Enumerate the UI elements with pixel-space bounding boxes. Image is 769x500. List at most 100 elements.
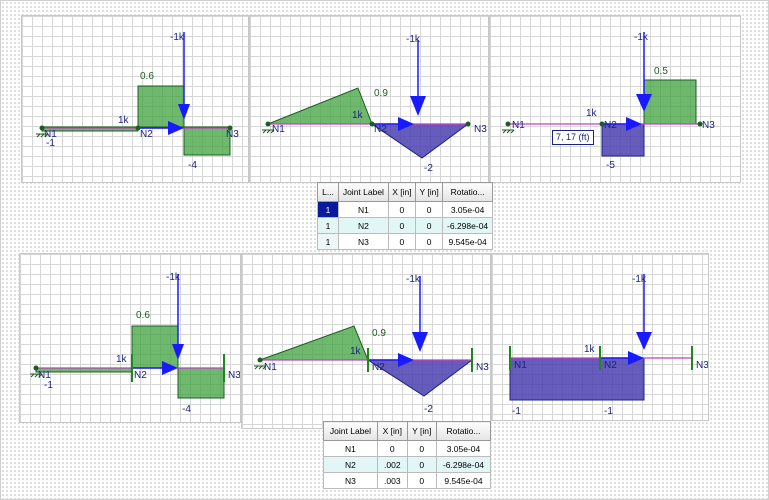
positive-moment-region <box>137 85 185 128</box>
diagram-panel-top-3[interactable]: -1k 1k 0.5 -5 N1 N2 N3 7, 17 (ft) <box>489 15 741 183</box>
table-row[interactable]: N2 .002 0 -6.298e-04 <box>323 456 492 473</box>
applied-load-arrowhead <box>168 121 184 135</box>
negative-moment-region <box>509 357 645 401</box>
table-cell[interactable]: 9.545e-04 <box>442 233 493 250</box>
point-load-arrowhead <box>636 94 652 112</box>
support-hatch <box>254 365 267 370</box>
column-header[interactable]: Joint Label <box>338 182 389 202</box>
table-cell[interactable]: N2 <box>338 217 389 234</box>
applied-load-arrowhead <box>398 117 414 131</box>
node-label-n3: N3 <box>476 362 489 373</box>
diagram-panel-top-2[interactable]: -1k 1k 0.9 -2 N1 N2 N3 <box>249 15 489 183</box>
node-label-n3: N3 <box>702 120 715 131</box>
positive-value-label: 0.6 <box>136 310 150 321</box>
coordinate-tooltip: 7, 17 (ft) <box>552 130 594 145</box>
node-label-n1: N1 <box>38 370 51 381</box>
node-label-n2: N2 <box>134 370 147 381</box>
table-cell[interactable]: 0 <box>387 233 417 250</box>
table-cell[interactable]: 3.05e-04 <box>442 201 493 218</box>
table-cell[interactable]: N2 <box>323 456 378 473</box>
diagram-panel-bottom-1[interactable]: -1k 1k 0.6 -1 -4 N1 N2 N3 <box>19 253 241 423</box>
table-header-row: L... Joint Label X [in] Y [in] Rotatio..… <box>317 182 493 202</box>
table-cell[interactable]: N1 <box>338 201 389 218</box>
table-cell[interactable]: 0 <box>406 440 437 457</box>
applied-load-label: 1k <box>350 346 362 357</box>
column-header[interactable]: Y [in] <box>415 182 444 202</box>
table-cell[interactable]: N1 <box>323 440 378 457</box>
joint-results-table-top[interactable]: L... Joint Label X [in] Y [in] Rotatio..… <box>317 182 493 250</box>
column-header[interactable]: L... <box>317 182 339 202</box>
positive-value-label: 0.9 <box>374 88 388 99</box>
moment-diagram: -1k 1k 0.5 -5 N1 N2 N3 <box>502 32 715 171</box>
node-label-n3: N3 <box>228 370 241 381</box>
point-load-label: -1k <box>634 32 649 43</box>
table-cell[interactable]: 1 <box>317 217 339 234</box>
moment-diagram: -1k 1k -1 -1 N1 N2 N3 <box>509 274 709 417</box>
point-load-arrowhead <box>178 104 190 120</box>
positive-moment-region <box>643 79 697 125</box>
column-header[interactable]: X [in] <box>376 421 408 441</box>
table-cell[interactable]: 0 <box>415 217 444 234</box>
node-label-n2: N2 <box>140 129 153 140</box>
node-label-n3: N3 <box>696 360 709 371</box>
table-cell[interactable]: 0 <box>415 233 444 250</box>
diagram-panel-top-1[interactable]: -1k 1k 0.6 -1 -4 N1 N2 N3 <box>21 15 249 183</box>
diagram-panel-bottom-3[interactable]: -1k 1k -1 -1 N1 N2 N3 <box>491 253 709 421</box>
node-marker <box>599 121 605 127</box>
support-hatch <box>502 129 515 134</box>
negative-value-label: -5 <box>606 160 615 171</box>
table-cell[interactable]: N3 <box>338 233 389 250</box>
table-cell[interactable]: 0 <box>387 217 417 234</box>
table-row[interactable]: N1 0 0 3.05e-04 <box>323 440 492 457</box>
table-row[interactable]: 1 N1 0 0 3.05e-04 <box>317 201 493 218</box>
negative-moment-region <box>183 126 231 156</box>
table-cell[interactable]: 9.545e-04 <box>435 472 492 489</box>
table-cell[interactable]: 0 <box>376 440 408 457</box>
diagram-panel-bottom-2[interactable]: -1k 1k 0.9 -2 N1 N2 N3 <box>241 253 491 429</box>
table-cell[interactable]: N3 <box>323 472 378 489</box>
negative-left-label: -1 <box>512 406 521 417</box>
applied-load-arrowhead <box>626 117 642 131</box>
applied-load-label: 1k <box>352 110 364 121</box>
node-label-n3: N3 <box>474 124 487 135</box>
table-row[interactable]: N3 .003 0 9.545e-04 <box>323 472 492 489</box>
table-cell[interactable]: 1 <box>317 233 339 250</box>
applied-load-arrowhead <box>162 361 178 375</box>
table-cell[interactable]: 3.05e-04 <box>435 440 492 457</box>
negative-left-label: -1 <box>44 380 53 391</box>
node-marker <box>227 125 233 131</box>
point-load-arrowhead <box>172 344 184 360</box>
negative-mid-label: -1 <box>604 406 613 417</box>
table-cell[interactable]: -6.298e-04 <box>435 456 492 473</box>
table-row[interactable]: 1 N2 0 0 -6.298e-04 <box>317 217 493 234</box>
column-header[interactable]: X [in] <box>387 182 417 202</box>
point-load-label: -1k <box>166 272 181 283</box>
moment-diagram: -1k 1k 0.9 -2 N1 N2 N3 <box>262 34 487 174</box>
table-cell[interactable]: 1 <box>317 201 339 218</box>
node-label-n2: N2 <box>604 120 617 131</box>
joint-results-table-bottom[interactable]: Joint Label X [in] Y [in] Rotatio... N1 … <box>323 421 492 489</box>
negative-left-label: -1 <box>46 138 55 149</box>
table-cell[interactable]: -6.298e-04 <box>442 217 493 234</box>
table-cell[interactable]: 0 <box>406 456 437 473</box>
applied-load-label: 1k <box>116 354 128 365</box>
column-header[interactable]: Y [in] <box>406 421 437 441</box>
node-marker <box>39 125 45 131</box>
node-label-n3: N3 <box>226 129 239 140</box>
node-marker <box>257 357 263 363</box>
column-header[interactable]: Rotatio... <box>442 182 493 202</box>
table-cell[interactable]: .002 <box>376 456 408 473</box>
node-label-n1: N1 <box>264 362 277 373</box>
point-load-arrowhead <box>410 96 426 116</box>
table-cell[interactable]: 0 <box>415 201 444 218</box>
column-header[interactable]: Rotatio... <box>435 421 492 441</box>
table-cell[interactable]: 0 <box>406 472 437 489</box>
table-row[interactable]: 1 N3 0 0 9.545e-04 <box>317 233 493 250</box>
column-header[interactable]: Joint Label <box>323 421 378 441</box>
table-cell[interactable]: .003 <box>376 472 408 489</box>
applied-load-label: 1k <box>118 115 130 126</box>
positive-value-label: 0.5 <box>654 66 668 77</box>
positive-value-label: 0.6 <box>140 71 154 82</box>
table-cell[interactable]: 0 <box>387 201 417 218</box>
